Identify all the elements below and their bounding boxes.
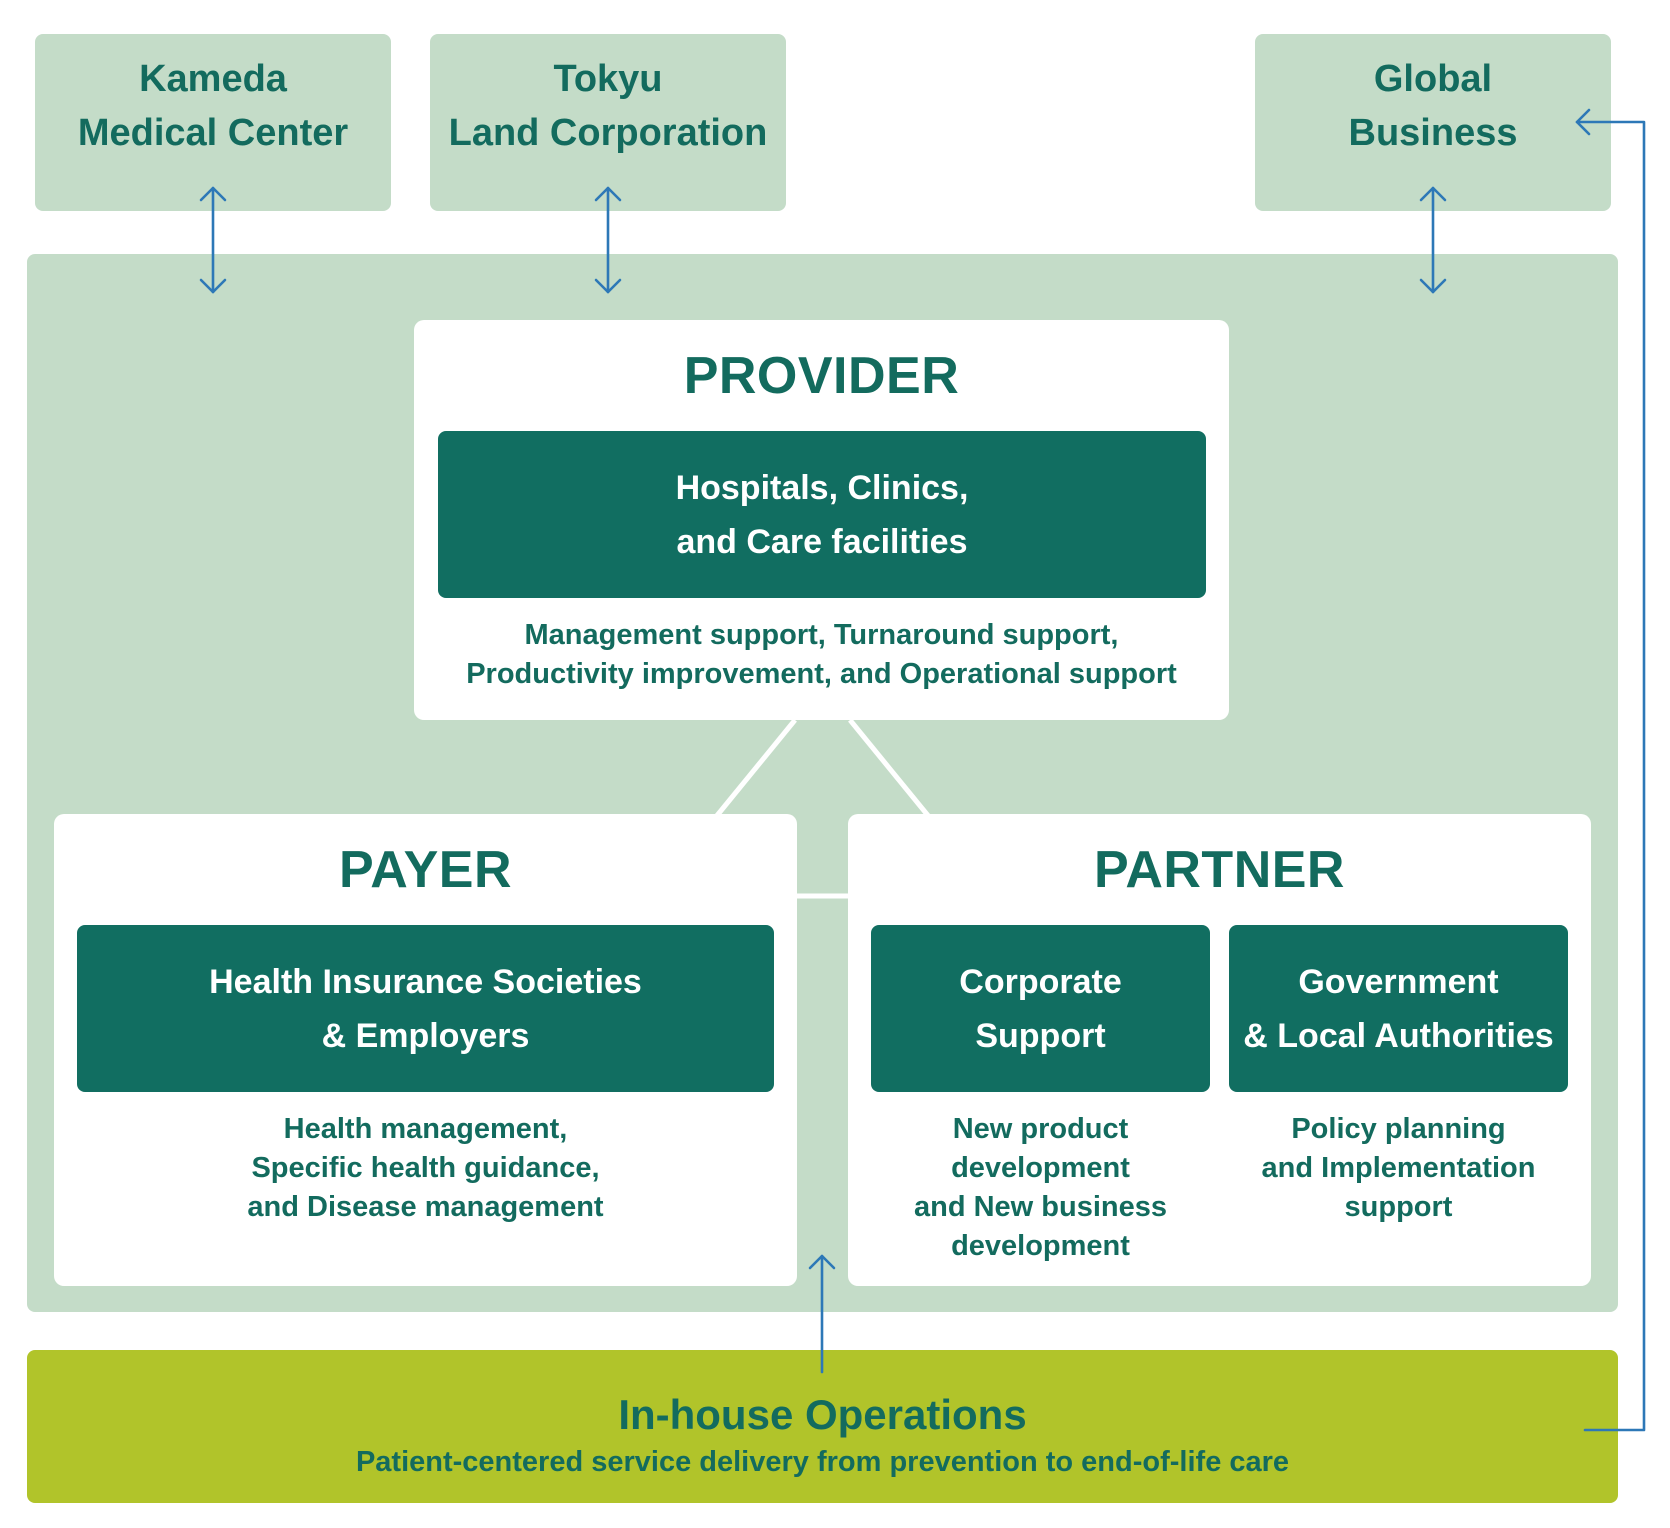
provider-description: Management support, Turnaround support, … bbox=[466, 619, 1177, 690]
kameda-medical-center-box: Kameda Medical Center bbox=[35, 34, 391, 211]
government-local-authorities-label: Government & Local Authorities bbox=[1243, 962, 1554, 1055]
government-description: Policy planning and Implementation suppo… bbox=[1261, 1113, 1536, 1223]
global-business-box: Global Business bbox=[1255, 34, 1611, 211]
payer-description: Health management, Specific health guida… bbox=[247, 1113, 604, 1223]
provider-hospitals-box: Hospitals, Clinics, and Care facilities bbox=[438, 431, 1206, 598]
provider-heading: PROVIDER bbox=[683, 347, 960, 405]
payer-card: PAYER Health Insurance Societies & Emplo… bbox=[54, 814, 797, 1286]
inhouse-operations-subtitle: Patient-centered service delivery from p… bbox=[355, 1446, 1290, 1478]
provider-hospitals-label: Hospitals, Clinics, and Care facilities bbox=[675, 468, 969, 561]
corporate-support-label: Corporate Support bbox=[959, 962, 1122, 1055]
provider-card: PROVIDER Hospitals, Clinics, and Care fa… bbox=[414, 320, 1229, 720]
kameda-medical-center-label: Kameda Medical Center bbox=[77, 57, 349, 154]
inhouse-operations-title: In-house Operations bbox=[618, 1391, 1027, 1438]
payer-heading: PAYER bbox=[338, 841, 513, 899]
tokyu-land-corporation-label: Tokyu Land Corporation bbox=[448, 57, 768, 154]
payer-health-insurance-label: Health Insurance Societies & Employers bbox=[209, 962, 642, 1055]
corporate-support-box: Corporate Support bbox=[871, 925, 1210, 1092]
government-local-authorities-box: Government & Local Authorities bbox=[1229, 925, 1568, 1092]
partner-heading: PARTNER bbox=[1094, 841, 1345, 899]
partner-card: PARTNER Corporate Support Government & L… bbox=[848, 814, 1591, 1286]
corporate-support-description: New product development and New business… bbox=[913, 1113, 1167, 1262]
tokyu-land-corporation-box: Tokyu Land Corporation bbox=[430, 34, 786, 211]
payer-health-insurance-box: Health Insurance Societies & Employers bbox=[77, 925, 774, 1092]
global-business-label: Global Business bbox=[1348, 57, 1518, 154]
inhouse-operations-bar: In-house Operations Patient-centered ser… bbox=[27, 1350, 1618, 1503]
